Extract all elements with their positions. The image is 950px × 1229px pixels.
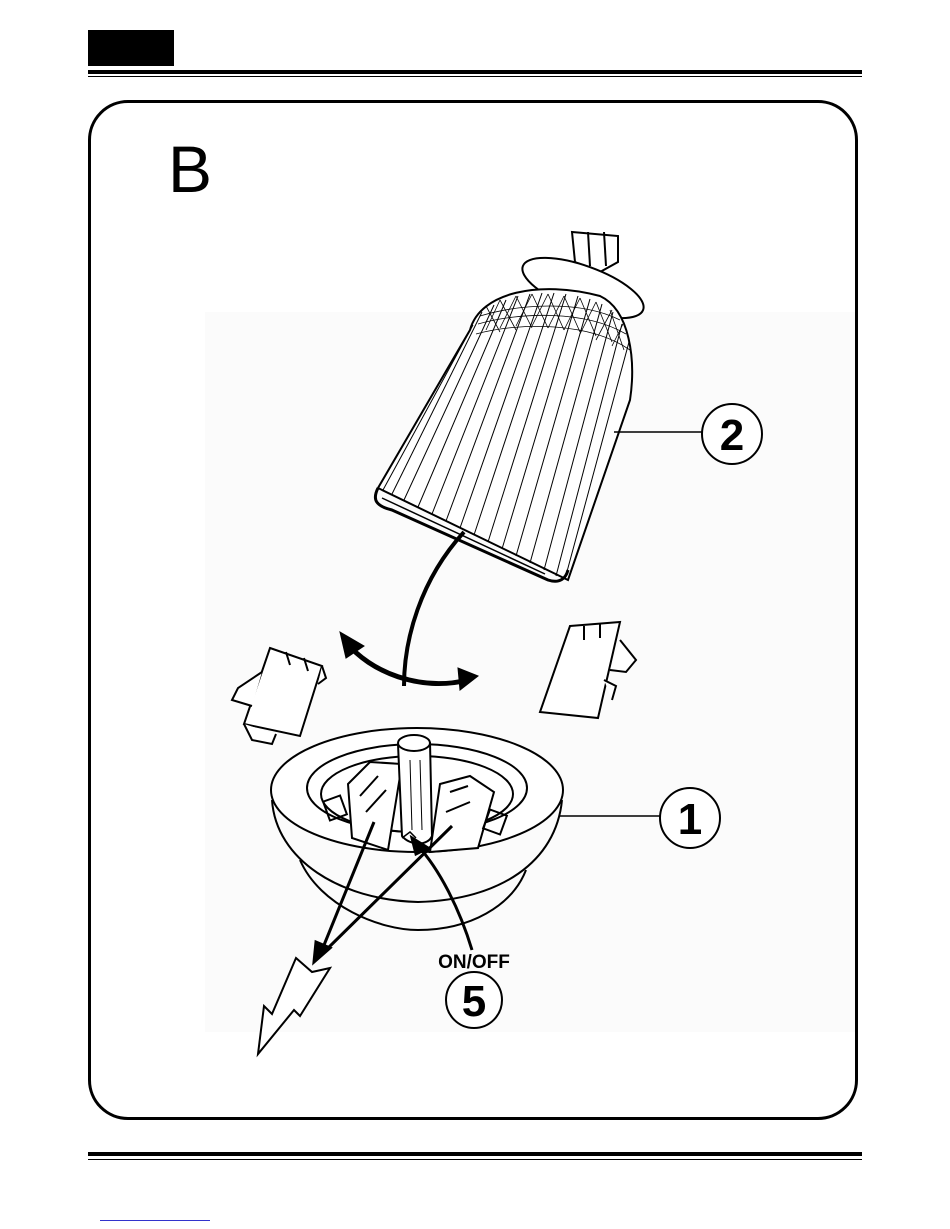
callout-5: 5 <box>446 972 502 1028</box>
callout-5-label: 5 <box>462 977 486 1026</box>
switch-label: ON/OFF <box>438 952 510 973</box>
callout-2: 2 <box>702 404 762 464</box>
footer-rule <box>88 1152 862 1156</box>
footer-link-underline[interactable] <box>100 1220 210 1221</box>
callout-2-label: 2 <box>720 411 744 460</box>
footer-rule-thin <box>88 1159 862 1160</box>
callout-1: 1 <box>660 788 720 848</box>
callout-1-label: 1 <box>678 795 702 844</box>
